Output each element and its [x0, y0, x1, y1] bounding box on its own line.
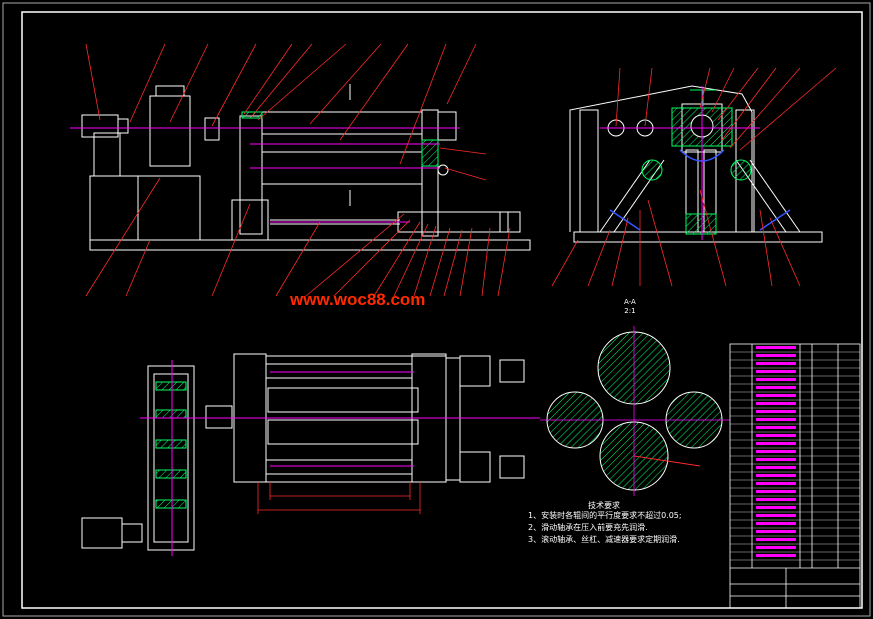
parts-list-entry-mark [756, 522, 796, 525]
front-view-centerlines [70, 127, 460, 223]
parts-list-entry-mark [756, 546, 796, 549]
parts-list-entry-mark [756, 410, 796, 413]
parts-list-entry-mark [756, 538, 796, 541]
top-view-dimensions [257, 482, 421, 514]
parts-list-entry-mark [756, 466, 796, 469]
tech-requirement-line-2: 2、滑动轴承在压入前要充先润滑. [528, 523, 648, 532]
tech-requirement-line-3: 3、滚动轴承、丝杠、减速器要求定期润滑. [528, 535, 680, 544]
top-view-hatch [155, 381, 187, 509]
section-aa [546, 331, 723, 491]
parts-list-entry-mark [756, 482, 796, 485]
parts-list-entry-mark [756, 490, 796, 493]
section-label-block: A-A 2:1 [624, 298, 636, 316]
technical-requirements: 技术要求 1、安装时各辊间的平行度要求不超过0.05; 2、滑动轴承在压入前要充… [528, 501, 682, 546]
parts-list-entry-mark [756, 378, 796, 381]
side-view-centerlines [600, 86, 760, 240]
top-view [81, 353, 525, 551]
parts-list-text-marks [756, 346, 796, 557]
front-view [81, 85, 531, 251]
parts-list-entry-mark [756, 506, 796, 509]
parts-list-entry-mark [756, 450, 796, 453]
parts-list-entry-mark [756, 434, 796, 437]
parts-list-entry-mark [756, 346, 796, 349]
parts-list-entry-mark [756, 458, 796, 461]
parts-list-entry-mark [756, 554, 796, 557]
parts-list-entry-mark [756, 442, 796, 445]
section-aa-centerlines [540, 326, 730, 496]
front-view-leaders [85, 43, 511, 297]
section-scale: 2:1 [624, 307, 636, 315]
parts-list-entry-mark [756, 530, 796, 533]
parts-list-entry-mark [756, 394, 796, 397]
parts-list-rows [730, 351, 860, 561]
drawing-frame [21, 11, 863, 609]
parts-list-entry-mark [756, 498, 796, 501]
top-view-centerlines [140, 360, 540, 556]
front-view-hatch [241, 111, 439, 167]
parts-list-entry-mark [756, 370, 796, 373]
tech-requirements-title: 技术要求 [588, 501, 620, 510]
parts-list-entry-mark [756, 402, 796, 405]
parts-list-entry-mark [756, 514, 796, 517]
parts-list-entry-mark [756, 386, 796, 389]
side-view-leaders [551, 67, 837, 287]
parts-list-entry-mark [756, 474, 796, 477]
tech-requirement-line-1: 1、安装时各辊间的平行度要求不超过0.05; [528, 511, 682, 520]
side-view-hatch [641, 89, 752, 235]
section-label: A-A [624, 298, 636, 306]
watermark: www.woc88.com [290, 290, 426, 309]
parts-list-entry-mark [756, 418, 796, 421]
parts-list-entry-mark [756, 426, 796, 429]
parts-list-entry-mark [756, 354, 796, 357]
parts-list-entry-mark [756, 362, 796, 365]
